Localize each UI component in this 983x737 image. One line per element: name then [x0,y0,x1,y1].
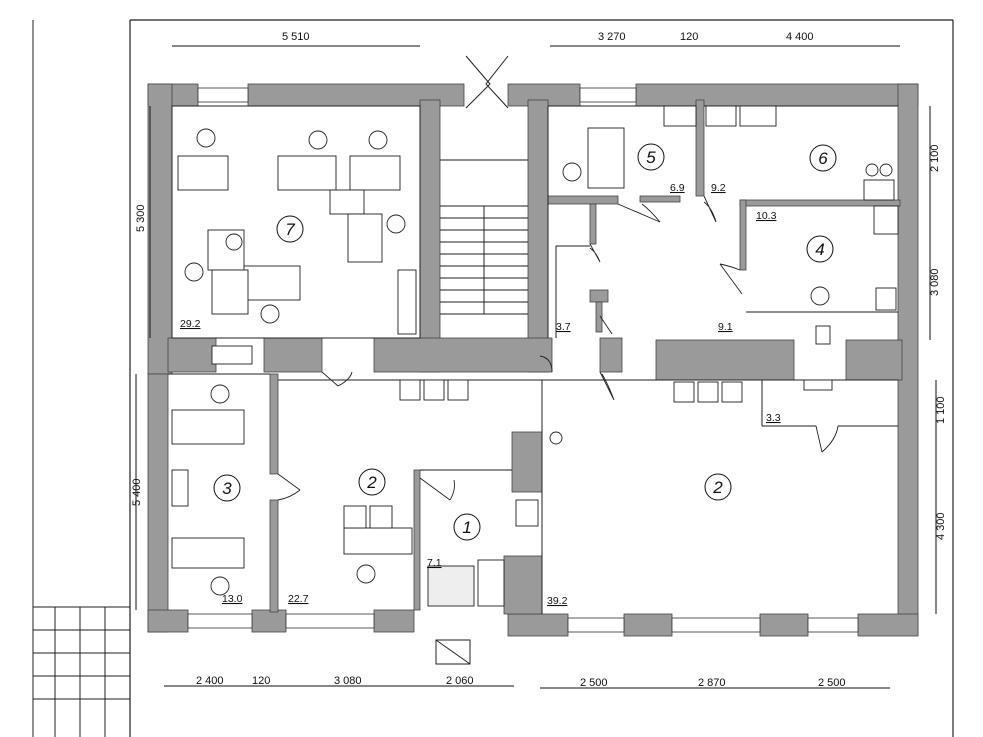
room-number-5: 5 [646,148,656,167]
dim-right-2: 3 080 [929,268,941,296]
dim-left-lower: 5 400 [131,478,143,506]
room-area-4: 10.3 [756,210,777,222]
dim-right-3: 1 100 [935,396,947,424]
title-block [33,606,130,737]
dim-bottom-3: 2 060 [446,675,474,687]
room-area-3: 13.0 [222,593,243,605]
dim-bottom-5: 2 870 [698,677,726,689]
dim-left-upper: 5 300 [135,204,147,232]
room-number-3: 3 [222,479,232,498]
room-number-6: 6 [818,149,828,168]
room-area-wc: 3.7 [556,321,571,333]
room-area-storage: 3.3 [766,412,781,424]
room-number-7: 7 [285,220,295,239]
room-area-2-left: 22.7 [288,593,309,605]
room-number-4: 4 [815,240,824,259]
dim-bottom-6: 2 500 [818,677,846,689]
dim-top-right: 4 400 [786,31,814,43]
dimension-labels: 5 510 3 270 120 4 400 5 300 5 400 2 100 … [131,31,947,689]
room-numbers: 7 5 6 4 3 2 1 2 [222,148,828,537]
staircase [435,55,528,665]
dim-top-left: 5 510 [282,31,310,43]
room-area-5: 6.9 [670,182,685,194]
dim-top-mid: 3 270 [598,31,626,43]
windows [187,87,859,633]
dim-bottom-4: 2 500 [580,677,608,689]
furniture [171,105,899,607]
dim-right-1: 2 100 [929,144,941,172]
room-area-6: 9.2 [711,182,726,194]
dim-bottom-1: 2 400 [196,675,224,687]
walls [147,83,919,637]
room-area-1: 7.1 [427,557,442,569]
dim-top-gap: 120 [680,31,698,43]
dim-bottom-2: 3 080 [334,675,362,687]
room-area-2-right: 39.2 [547,595,568,607]
sheet-frame [32,19,954,737]
room-area-hall: 9.1 [718,321,733,333]
room-areas: 29.2 6.9 9.2 10.3 3.7 9.1 13.0 22.7 7.1 … [180,182,781,607]
doors [277,195,839,501]
room-markers [213,143,837,541]
room-number-2-right: 2 [712,478,723,497]
room-number-2-left: 2 [366,473,377,492]
dim-right-4: 4 300 [935,512,947,540]
room-area-7: 29.2 [180,318,201,330]
interior-lines [168,105,898,614]
room-number-1: 1 [462,518,471,537]
dimension-lines [135,45,937,689]
dim-bottom-gap: 120 [252,675,270,687]
